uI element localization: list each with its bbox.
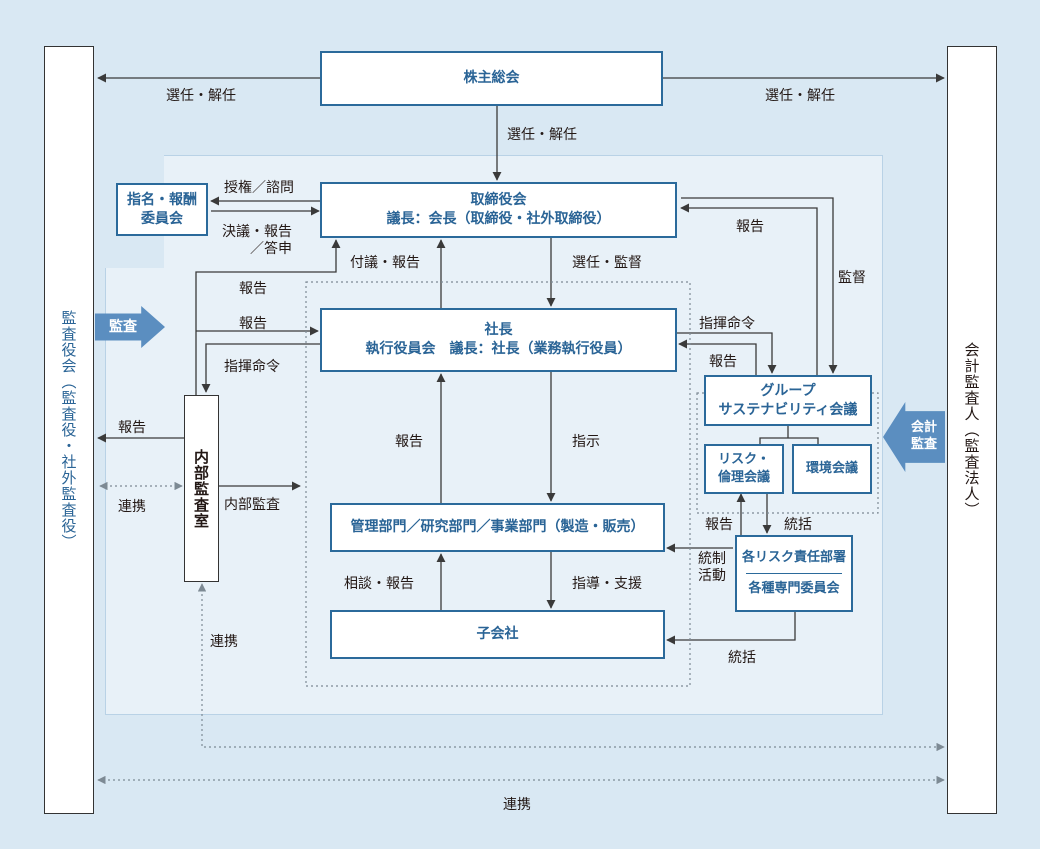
audit-committee-label: 監査役会（監査役・社外監査役）: [59, 310, 78, 550]
board-title: 取締役会: [470, 192, 527, 209]
risk-ethics-line2: 倫理会議: [717, 470, 770, 485]
audit-committee-box: 監査役会（監査役・社外監査役）: [44, 46, 94, 814]
instruct-label: 指示: [572, 434, 600, 450]
nomination-line2: 委員会: [141, 210, 183, 227]
elect-left-label: 選任・解任: [166, 88, 236, 104]
audit-arrow-right-line1: 会計: [910, 420, 937, 436]
departments-label: 管理部門／研究部門／事業部門（製造・販売）: [350, 519, 645, 536]
audit-arrow-right-label: 会計 監査: [911, 420, 937, 454]
command-gs-label: 指揮命令: [699, 316, 755, 332]
accounting-auditor-box: 会計監査人（監査法人）: [947, 46, 997, 814]
group-sustainability-box: グループ サステナビリティ会議: [704, 375, 872, 426]
cooperation-left-label: 連携: [118, 499, 146, 515]
resolution-line2: ／答申: [250, 240, 292, 257]
shareholders-meeting-label: 株主総会: [463, 70, 520, 87]
report-board-label: 報告: [736, 219, 764, 235]
executive-committee: 執行役員会 議長：社長（業務執行役員）: [365, 341, 632, 357]
environment-box: 環境会議: [792, 444, 872, 494]
risk-ethics-line1: リスク・: [718, 452, 770, 468]
president-box: 社長 執行役員会 議長：社長（業務執行役員）: [320, 308, 677, 372]
risk-dept-line1: 各リスク責任部署: [741, 550, 846, 566]
guidance-label: 指導・支援: [572, 576, 642, 592]
internal-audit-box: 内部監査室: [184, 395, 219, 582]
report-ia1-label: 報告: [239, 281, 267, 297]
delegation-label: 授権／諮問: [224, 180, 294, 196]
shareholders-meeting-box: 株主総会: [320, 51, 663, 106]
board-of-directors-box: 取締役会 議長：会長（取締役・社外取締役）: [320, 182, 677, 238]
subsidiaries-box: 子会社: [330, 610, 665, 659]
agenda-report-label: 付議・報告: [350, 255, 420, 271]
resolution-line1: 決議・報告: [222, 224, 292, 240]
board-chair: 議長：会長（取締役・社外取締役）: [386, 211, 611, 227]
risk-dept-divider: [746, 573, 842, 574]
report-ia2-label: 報告: [239, 316, 267, 332]
audit-arrow-left-label: 監査: [109, 318, 137, 335]
nomination-committee-box: 指名・報酬 委員会: [116, 183, 208, 236]
oversee1-label: 統括: [784, 517, 812, 533]
group-sustainability-line1: グループ: [760, 382, 816, 399]
report-audit-label: 報告: [118, 420, 146, 436]
report-dept-label: 報告: [395, 434, 423, 450]
risk-dept-box: 各リスク責任部署 各種専門委員会: [735, 535, 853, 612]
control-label: 統制 活動: [698, 551, 726, 585]
oversee2-label: 統括: [728, 650, 756, 666]
select-supervise-label: 選任・監督: [572, 255, 642, 271]
resolution-label: 決議・報告 ／答申: [222, 224, 292, 258]
report-gs-label: 報告: [709, 354, 737, 370]
command-ia-label: 指揮命令: [224, 359, 280, 375]
consult-label: 相談・報告: [344, 576, 414, 592]
control-line1: 統制: [698, 551, 726, 567]
control-line2: 活動: [698, 567, 726, 584]
audit-arrow-right-line2: 監査: [910, 437, 937, 452]
nomination-line1: 指名・報酬: [127, 191, 197, 208]
subsidiaries-label: 子会社: [476, 626, 519, 643]
risk-dept-line2: 各種専門委員会: [748, 581, 840, 596]
elect-right-label: 選任・解任: [765, 88, 835, 104]
accounting-auditor-label: 会計監査人（監査法人）: [962, 342, 981, 518]
internal-audit-arrow-label: 内部監査: [224, 497, 280, 513]
report-risk-label: 報告: [705, 517, 733, 533]
president-title: 社長: [484, 322, 513, 339]
departments-box: 管理部門／研究部門／事業部門（製造・販売）: [330, 503, 665, 552]
supervise-label: 監督: [838, 270, 866, 286]
risk-ethics-box: リスク・ 倫理会議: [704, 444, 784, 494]
environment-label: 環境会議: [805, 461, 858, 477]
internal-audit-label: 内部監査室: [192, 448, 210, 529]
cooperation-bottom-label: 連携: [503, 797, 531, 813]
elect-down-label: 選任・解任: [507, 127, 577, 143]
group-sustainability-line2: サステナビリティ会議: [718, 401, 858, 418]
cooperation-ia-label: 連携: [210, 634, 238, 650]
